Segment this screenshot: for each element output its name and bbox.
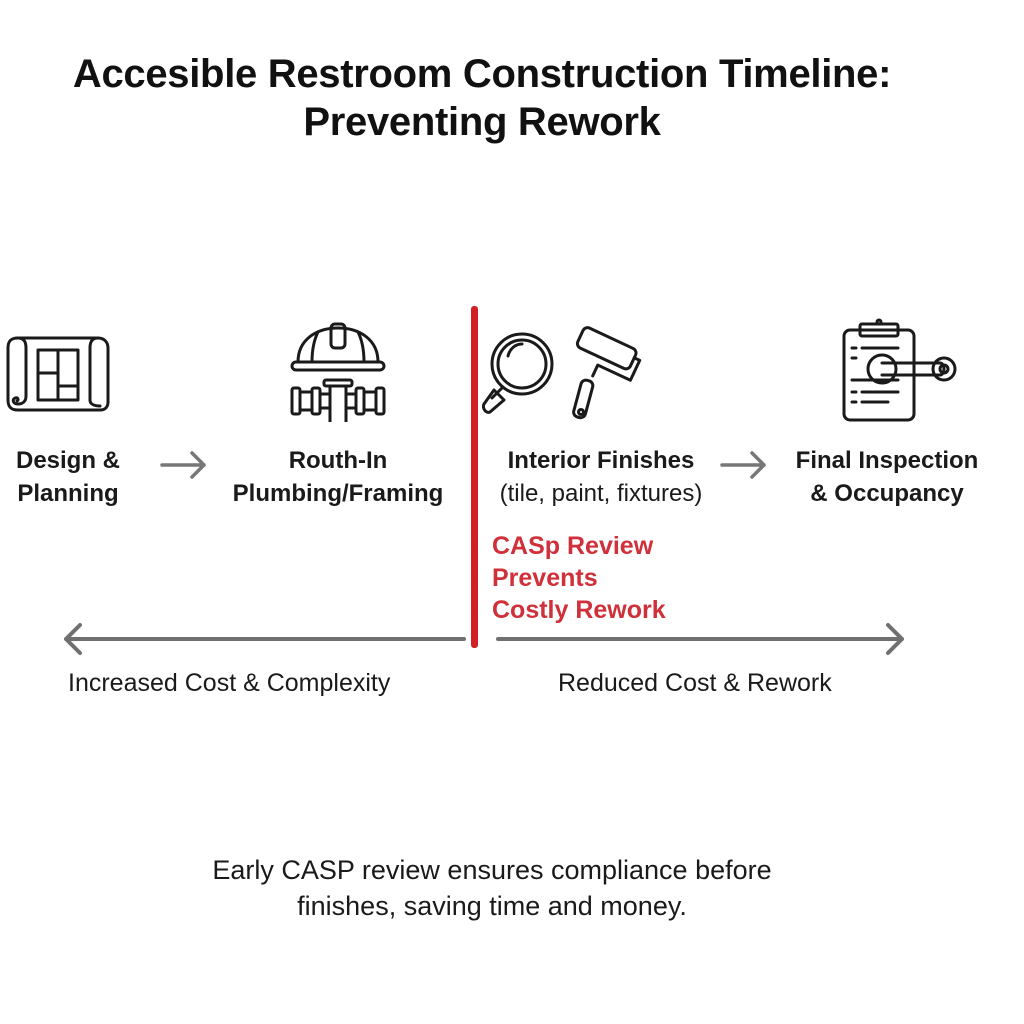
title-line-2: Preventing Rework (303, 100, 661, 144)
left-axis-label: Increased Cost & Complexity (68, 669, 391, 697)
stage-label-line-1: Final Inspection (795, 447, 979, 474)
hardhat-pipes-icon (288, 322, 388, 422)
stage-interior-finishes: Interior Finishes (tile, paint, fixtures… (480, 444, 722, 510)
callout-line-2: Prevents (492, 564, 598, 592)
stage-final-inspection: Final Inspection & Occupancy (782, 444, 992, 510)
stage-label-line-2: Planning (17, 480, 119, 507)
casp-review-divider (471, 306, 478, 648)
right-cost-arrow-icon (496, 622, 908, 661)
blueprint-icon (4, 330, 112, 416)
arrow-right-icon (720, 450, 768, 485)
stage-label-line-2: Plumbing/Framing (232, 480, 444, 507)
casp-callout: CASp Review Prevents Costly Rework (492, 530, 666, 626)
callout-line-3: Costly Rework (492, 596, 666, 624)
title-line-1: Accesible Restroom Construction Timeline… (72, 52, 892, 96)
footer-note: Early CASP review ensures compliance bef… (0, 852, 984, 924)
callout-line-1: CASp Review (492, 532, 654, 560)
stage-label-line-1: Routh-In (288, 447, 388, 474)
arrow-right-icon (160, 450, 208, 485)
stage-label-line-1: Design & (15, 447, 120, 474)
footer-line-2: finishes, saving time and money. (297, 891, 687, 921)
page-title: Accesible Restroom Construction Timeline… (0, 50, 964, 146)
magnifier-paint-roller-icon (482, 326, 644, 426)
left-cost-arrow-icon (62, 622, 466, 661)
stage-label-line-2: & Occupancy (810, 480, 964, 507)
stage-label-line-2: (tile, paint, fixtures) (499, 480, 703, 507)
right-axis-label: Reduced Cost & Rework (558, 669, 832, 697)
stage-label-line-1: Interior Finishes (507, 447, 695, 474)
stage-design-planning: Design & Planning (0, 444, 136, 510)
clipboard-key-icon (840, 318, 958, 424)
stage-rough-in: Routh-In Plumbing/Framing (218, 444, 458, 510)
footer-line-1: Early CASP review ensures compliance bef… (212, 855, 772, 885)
